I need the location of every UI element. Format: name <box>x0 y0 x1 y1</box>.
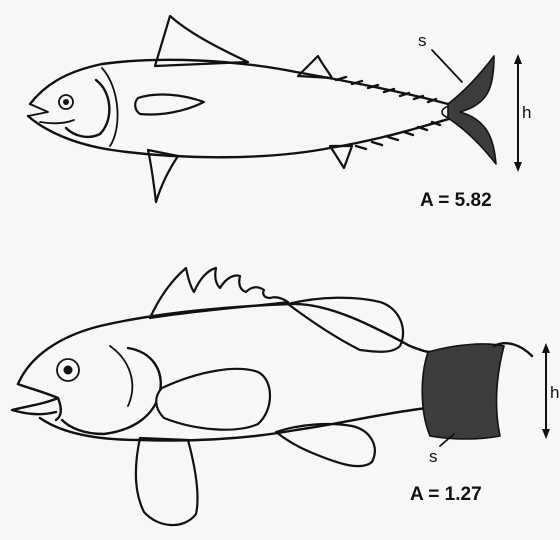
tuna-s-label: s <box>418 31 427 50</box>
grouper-preopercle <box>110 346 132 406</box>
grouper-spiny-dorsal-fin <box>150 268 288 318</box>
tuna-s-leader <box>432 50 462 82</box>
grouper-pupil <box>64 366 73 375</box>
grouper-gill-cover <box>62 348 161 434</box>
grouper-caudal-fin <box>422 344 504 439</box>
tuna-first-dorsal-fin <box>155 16 248 66</box>
grouper-pelvic-fin <box>136 438 198 525</box>
tuna-aspect-ratio: A = 5.82 <box>420 190 492 211</box>
tuna-pectoral-fin <box>135 95 204 115</box>
grouper-s-label: s <box>429 447 438 466</box>
tuna-gill-cover <box>66 80 109 137</box>
tuna-h-label: h <box>522 103 531 122</box>
tuna-anal-fin <box>330 146 352 168</box>
tuna-figure: s h A = 5.82 <box>28 16 531 211</box>
grouper-height-arrow <box>542 343 550 439</box>
tuna-pupil <box>63 99 69 105</box>
grouper-figure: s h A = 1.27 <box>12 268 559 525</box>
grouper-aspect-ratio: A = 1.27 <box>410 484 482 505</box>
tuna-height-arrow <box>514 54 522 172</box>
tuna-caudal-fin <box>448 56 496 164</box>
tuna-pelvic-fin <box>148 150 178 202</box>
grouper-mouth <box>12 384 61 420</box>
grouper-pectoral-fin <box>156 369 270 430</box>
tuna-body-outline <box>30 60 448 104</box>
grouper-soft-dorsal-fin <box>288 298 403 352</box>
grouper-h-label: h <box>550 383 559 402</box>
